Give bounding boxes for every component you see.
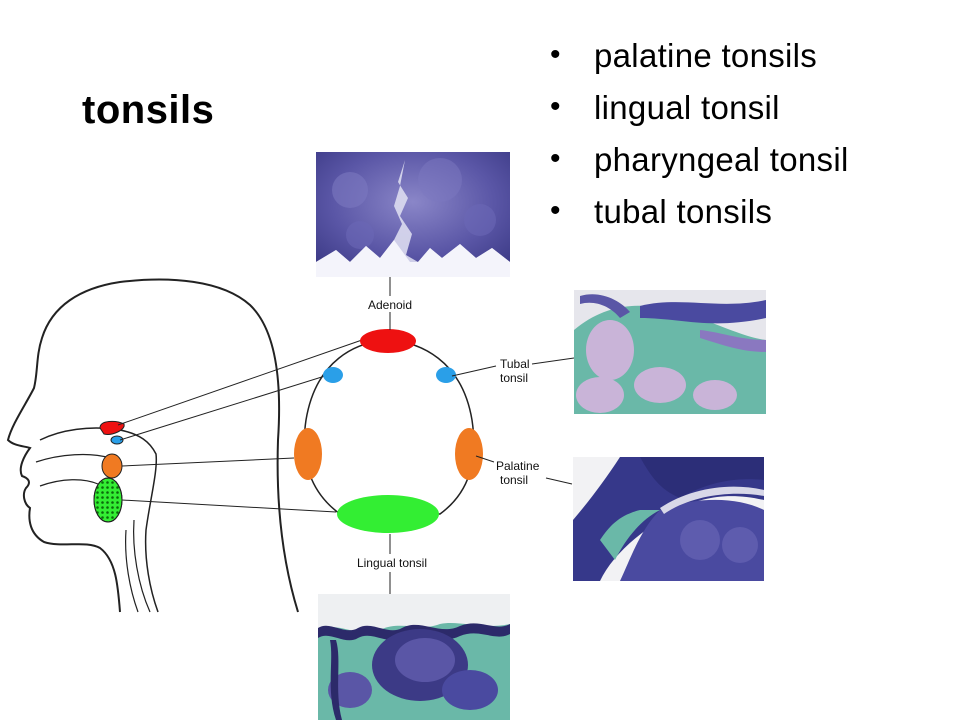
leader-lines [117,339,363,513]
tonsil-ring [294,329,483,533]
profile-palatine [101,453,123,479]
label-leaders [389,277,575,594]
tubal-label-line1: Tubal [500,357,530,371]
profile-adenoid [99,420,125,435]
adenoid-micrograph [316,152,510,277]
ring-adenoid [360,329,416,353]
bullet-item: • tubal tonsils [548,186,849,238]
adenoid-label: Adenoid [368,298,412,312]
bullet-dot-icon: • [550,142,561,175]
slide-title: tonsils [82,88,215,132]
palatine-tonsil-micrograph [573,457,764,581]
profile-lingual [93,477,123,523]
profile-tonsils [93,420,125,523]
bullet-text: pharyngeal tonsil [594,141,849,178]
ring-palatine-left [294,428,322,480]
bullet-dot-icon: • [550,38,561,71]
bullet-item: • lingual tonsil [548,82,849,134]
lingual-tonsil-micrograph [318,594,510,720]
palatine-label-line1: Palatine [496,459,540,473]
bullet-dot-icon: • [550,194,561,227]
bullet-dot-icon: • [550,90,561,123]
bullet-item: • palatine tonsils [548,30,849,82]
lingual-label: Lingual tonsil [357,556,427,570]
bullet-list: • palatine tonsils • lingual tonsil • phary… [548,30,849,238]
bullet-text: palatine tonsils [594,37,818,74]
tubal-label-line2: tonsil [500,371,528,385]
tubal-tonsil-micrograph [574,290,766,414]
bullet-text: lingual tonsil [594,89,780,126]
ring-tubal-right [436,367,456,383]
ring-palatine-right [455,428,483,480]
bullet-item: • pharyngeal tonsil [548,134,849,186]
bullet-text: tubal tonsils [594,193,773,230]
palatine-label-line2: tonsil [500,473,528,487]
ring-lingual [337,495,439,533]
head-profile [6,278,299,613]
ring-tubal-left [323,367,343,383]
profile-tubal [110,435,124,445]
